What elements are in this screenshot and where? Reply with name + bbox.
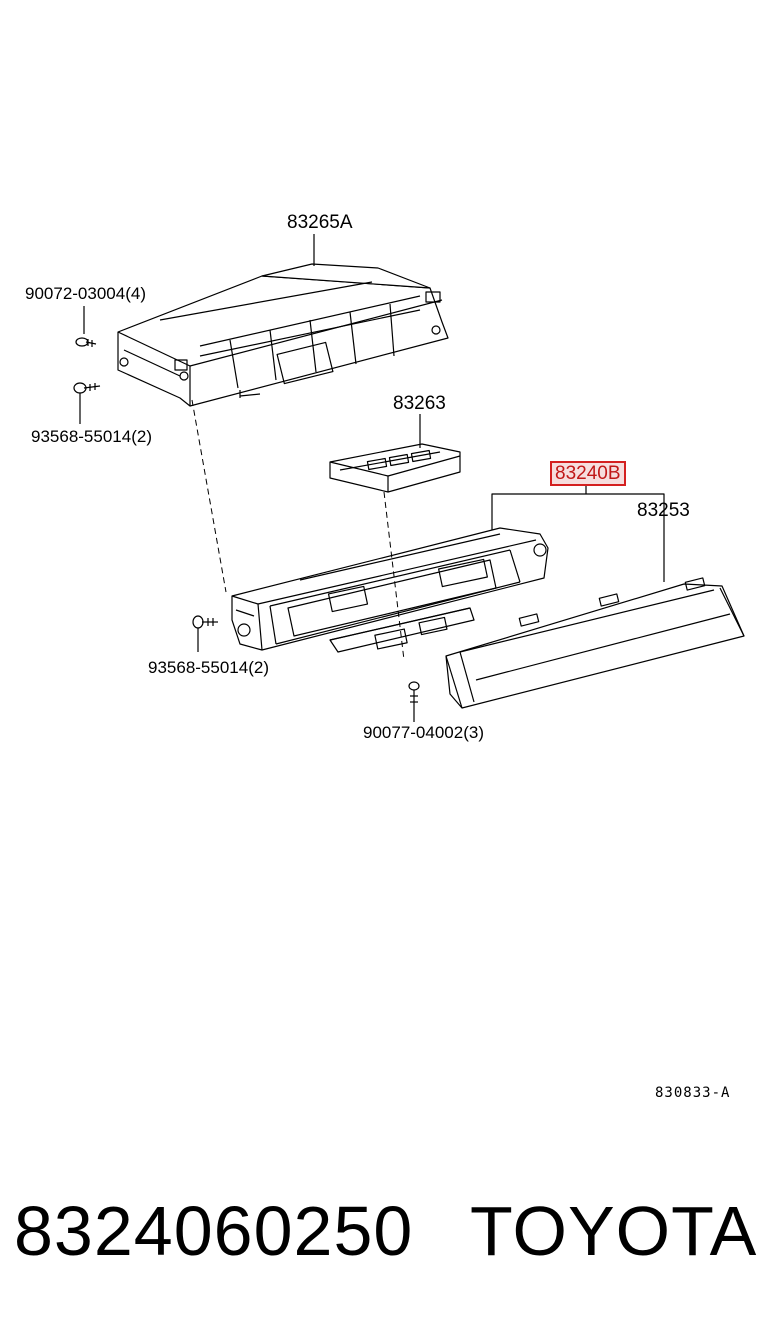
lens-part (445, 577, 745, 709)
diagram-ref-code: 830833-A (655, 1085, 731, 1101)
label-lens: 83253 (637, 500, 690, 521)
screw-bottom-icon (408, 681, 420, 722)
label-rear-housing: 83265A (287, 212, 353, 233)
brand-name: TOYOTA (470, 1192, 758, 1270)
label-screw-top: 90072-03004(4) (25, 284, 146, 303)
screw-left-2-icon (192, 615, 218, 652)
label-switch: 83263 (393, 393, 446, 414)
screw-top-icon (75, 306, 97, 347)
rear-housing-part (117, 263, 449, 407)
switch-part (329, 443, 461, 493)
label-screw-bottom: 90077-04002(3) (363, 723, 484, 742)
screw-left-1-icon (73, 382, 101, 424)
label-assembly-highlighted[interactable]: 83240B (550, 461, 626, 486)
label-screw-left-1: 93568-55014(2) (31, 427, 152, 446)
part-number: 8324060250 (14, 1192, 414, 1270)
label-screw-left-2: 93568-55014(2) (148, 658, 269, 677)
